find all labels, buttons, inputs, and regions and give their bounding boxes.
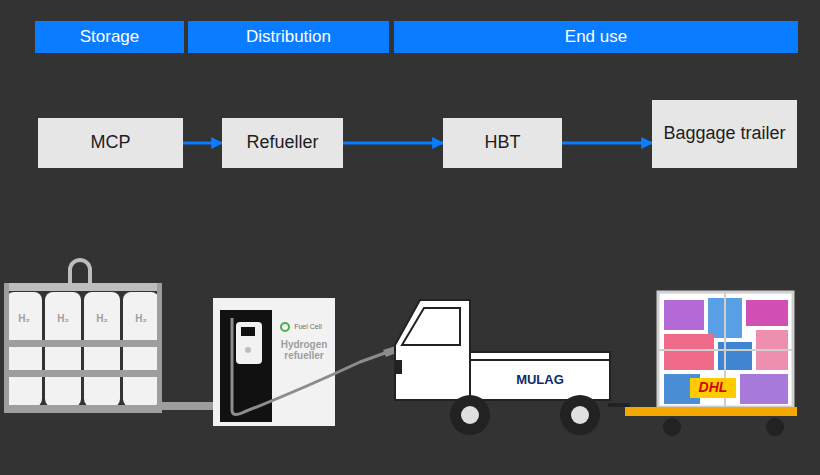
node-text: End use xyxy=(565,27,627,47)
brand-label: MULAG xyxy=(516,373,564,387)
brand-label: DHL xyxy=(699,380,728,395)
process-box: Baggage trailer xyxy=(652,100,797,168)
gas-label: H₂ xyxy=(135,313,147,324)
node-text: Distribution xyxy=(246,27,331,47)
process-box: MCP xyxy=(38,118,183,168)
gas-label: H₂ xyxy=(96,313,108,324)
flow-arrow xyxy=(562,142,652,145)
baggage-trailer-cart xyxy=(625,292,797,436)
stage-band: End use xyxy=(394,21,798,53)
refueller-unit xyxy=(213,298,404,426)
node-text: HBT xyxy=(485,132,521,154)
stage-band: Distribution xyxy=(188,21,389,53)
flow-arrow xyxy=(183,142,222,145)
logo-text: Fuel Cell xyxy=(294,323,322,331)
stage-band: Storage xyxy=(35,21,184,53)
node-text: MCP xyxy=(91,132,131,154)
unit-label: Hydrogen refueller xyxy=(275,339,333,361)
node-text: Refueller xyxy=(246,132,318,154)
gas-label: H₂ xyxy=(57,313,69,324)
process-box: HBT xyxy=(443,118,562,168)
cylinder-rack xyxy=(4,260,162,413)
node-text: Baggage trailer xyxy=(663,123,785,145)
gas-label: H₂ xyxy=(18,313,30,324)
supply-pipe xyxy=(162,402,217,410)
process-box: Refueller xyxy=(222,118,343,168)
node-text: Storage xyxy=(80,27,140,47)
baggage-tractor xyxy=(394,300,630,435)
flow-arrow xyxy=(343,142,443,145)
